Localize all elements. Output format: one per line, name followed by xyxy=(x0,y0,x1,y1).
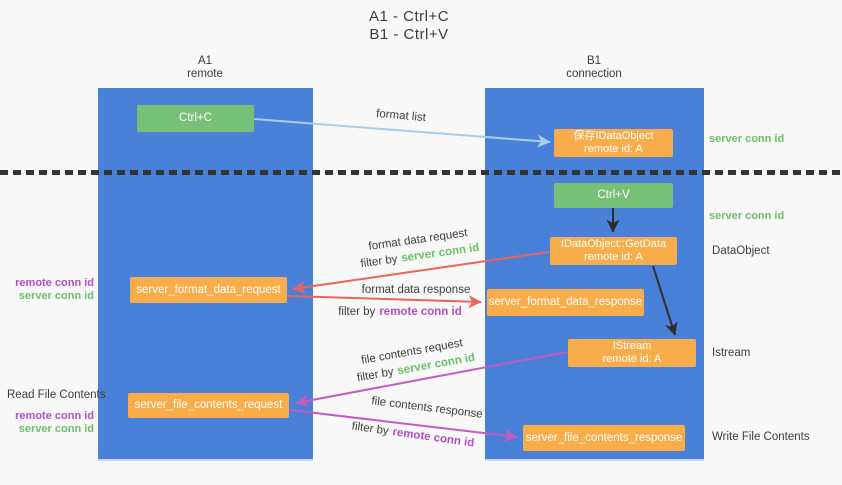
ctrl-c-label: Ctrl+C xyxy=(179,112,212,124)
ctrl-v-label: Ctrl+V xyxy=(597,189,630,201)
server-format-data-response-label: server_format_data_response xyxy=(488,296,643,308)
save-idataobject-line1: 保存IDataObject xyxy=(573,130,654,142)
dotted-separator-line xyxy=(0,170,842,175)
lane-b1-title: B1 xyxy=(586,55,602,67)
annotation-server-conn-id-mid: server conn id xyxy=(709,210,785,222)
lane-header-a1: A1 remote xyxy=(187,55,223,81)
lane-a1-subtitle: remote xyxy=(187,68,223,80)
server-file-contents-request-label: server_file_contents_request xyxy=(134,399,283,411)
title-line-a1: A1 - Ctrl+C xyxy=(368,8,450,25)
node-server-format-data-request: server_format_data_request xyxy=(130,277,287,303)
annotation-conn-ids-file: remote conn id server conn id xyxy=(0,410,94,436)
lane-header-b1: B1 connection xyxy=(566,55,622,81)
getdata-line2: remote id: A xyxy=(584,251,643,263)
annotation-dataobject: DataObject xyxy=(712,245,770,257)
node-server-file-contents-request: server_file_contents_request xyxy=(128,393,289,418)
left-server-conn-id-1: server conn id xyxy=(18,290,94,302)
diagram-title: A1 - Ctrl+C B1 - Ctrl+V xyxy=(369,8,449,44)
label-format-data-response: format data response xyxy=(361,284,471,296)
lane-a1-title: A1 xyxy=(197,55,213,67)
istream-line1: IStream xyxy=(612,340,652,352)
left-remote-conn-id-2: remote conn id xyxy=(15,410,94,422)
label-file-contents-response: file contents response xyxy=(370,395,484,421)
node-server-file-contents-response: server_file_contents_response xyxy=(523,425,685,451)
filter-by-text-3: filter by xyxy=(356,366,395,385)
node-save-idataobject: 保存IDataObject remote id: A xyxy=(554,129,673,157)
node-server-format-data-response: server_format_data_response xyxy=(487,289,644,316)
left-server-conn-id-2: server conn id xyxy=(18,423,94,435)
annotation-conn-ids-format: remote conn id server conn id xyxy=(0,277,94,303)
server-format-data-request-label: server_format_data_request xyxy=(136,283,281,296)
save-idataobject-line2: remote id: A xyxy=(584,143,643,155)
annotation-write-file-contents: Write File Contents xyxy=(712,431,810,443)
left-remote-conn-id-1: remote conn id xyxy=(15,277,94,289)
server-file-contents-response-label: server_file_contents_response xyxy=(525,431,683,444)
annotation-read-file-contents: Read File Contents xyxy=(7,389,106,401)
filter-by-text-2: filter by xyxy=(338,306,376,318)
node-ctrl-v: Ctrl+V xyxy=(554,183,673,208)
filter-by-text-1: filter by xyxy=(359,253,399,271)
remote-conn-id-text-1: remote conn id xyxy=(379,306,462,318)
label-format-list: format list xyxy=(375,107,427,125)
remote-conn-id-text-2: remote conn id xyxy=(391,426,475,450)
node-ctrl-c: Ctrl+C xyxy=(137,105,254,132)
filter-by-text-4: filter by xyxy=(351,420,390,438)
getdata-line1: IDataObject::GetData xyxy=(560,238,667,250)
annotation-server-conn-id-top: server conn id xyxy=(709,133,785,145)
lane-b1-subtitle: connection xyxy=(566,68,622,80)
annotation-istream: Istream xyxy=(712,347,751,359)
node-idataobject-getdata: IDataObject::GetData remote id: A xyxy=(550,237,677,265)
node-istream: IStream remote id: A xyxy=(568,339,696,367)
arrow-format-data-response xyxy=(287,295,482,309)
istream-line2: remote id: A xyxy=(602,353,662,365)
title-line-b1: B1 - Ctrl+V xyxy=(369,26,449,43)
